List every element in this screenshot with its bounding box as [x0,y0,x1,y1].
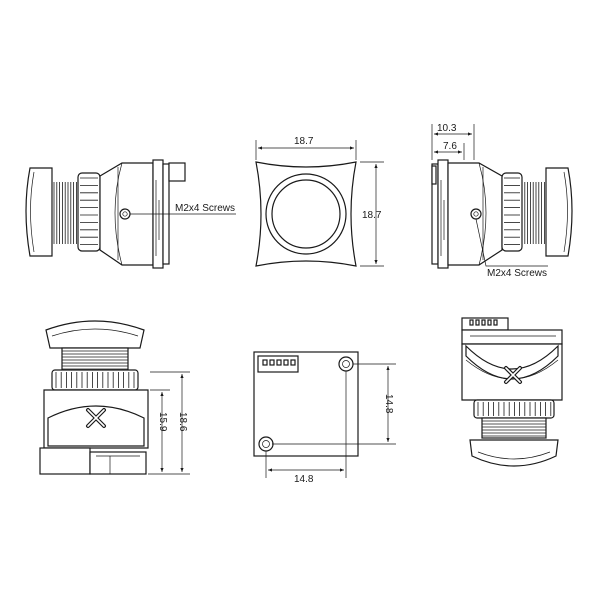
dim-board-height: 14.8 [383,394,394,414]
board-back-view [253,351,396,478]
lens-thread-left [53,182,77,244]
screws-label-left: M2x4 Screws [175,203,235,214]
side-view-left [25,159,236,269]
lens-thread-right [521,182,545,244]
front-view [255,140,384,267]
dim-board-width: 14.8 [294,474,314,485]
front-view-standing [39,320,190,475]
lens-thread-front [62,350,128,370]
dim-side-total: 10.3 [437,123,457,134]
focus-ring-left [80,177,98,246]
lens-thread-rear [482,420,546,437]
focus-ring-right [504,177,520,246]
rear-view [461,317,563,467]
dim-front-height: 18.7 [362,210,382,221]
rear-connector [469,319,498,326]
dim-lens-small: 15.9 [157,412,168,432]
dim-front-width: 18.7 [294,136,314,147]
screws-label-right: M2x4 Screws [487,268,547,279]
dim-lens-total: 18.6 [177,412,188,432]
dim-side-body: 7.6 [443,141,457,152]
side-view-right [431,124,573,269]
connector-pins [262,359,296,366]
focus-ring-front [55,372,135,388]
focus-ring-rear [477,402,552,416]
